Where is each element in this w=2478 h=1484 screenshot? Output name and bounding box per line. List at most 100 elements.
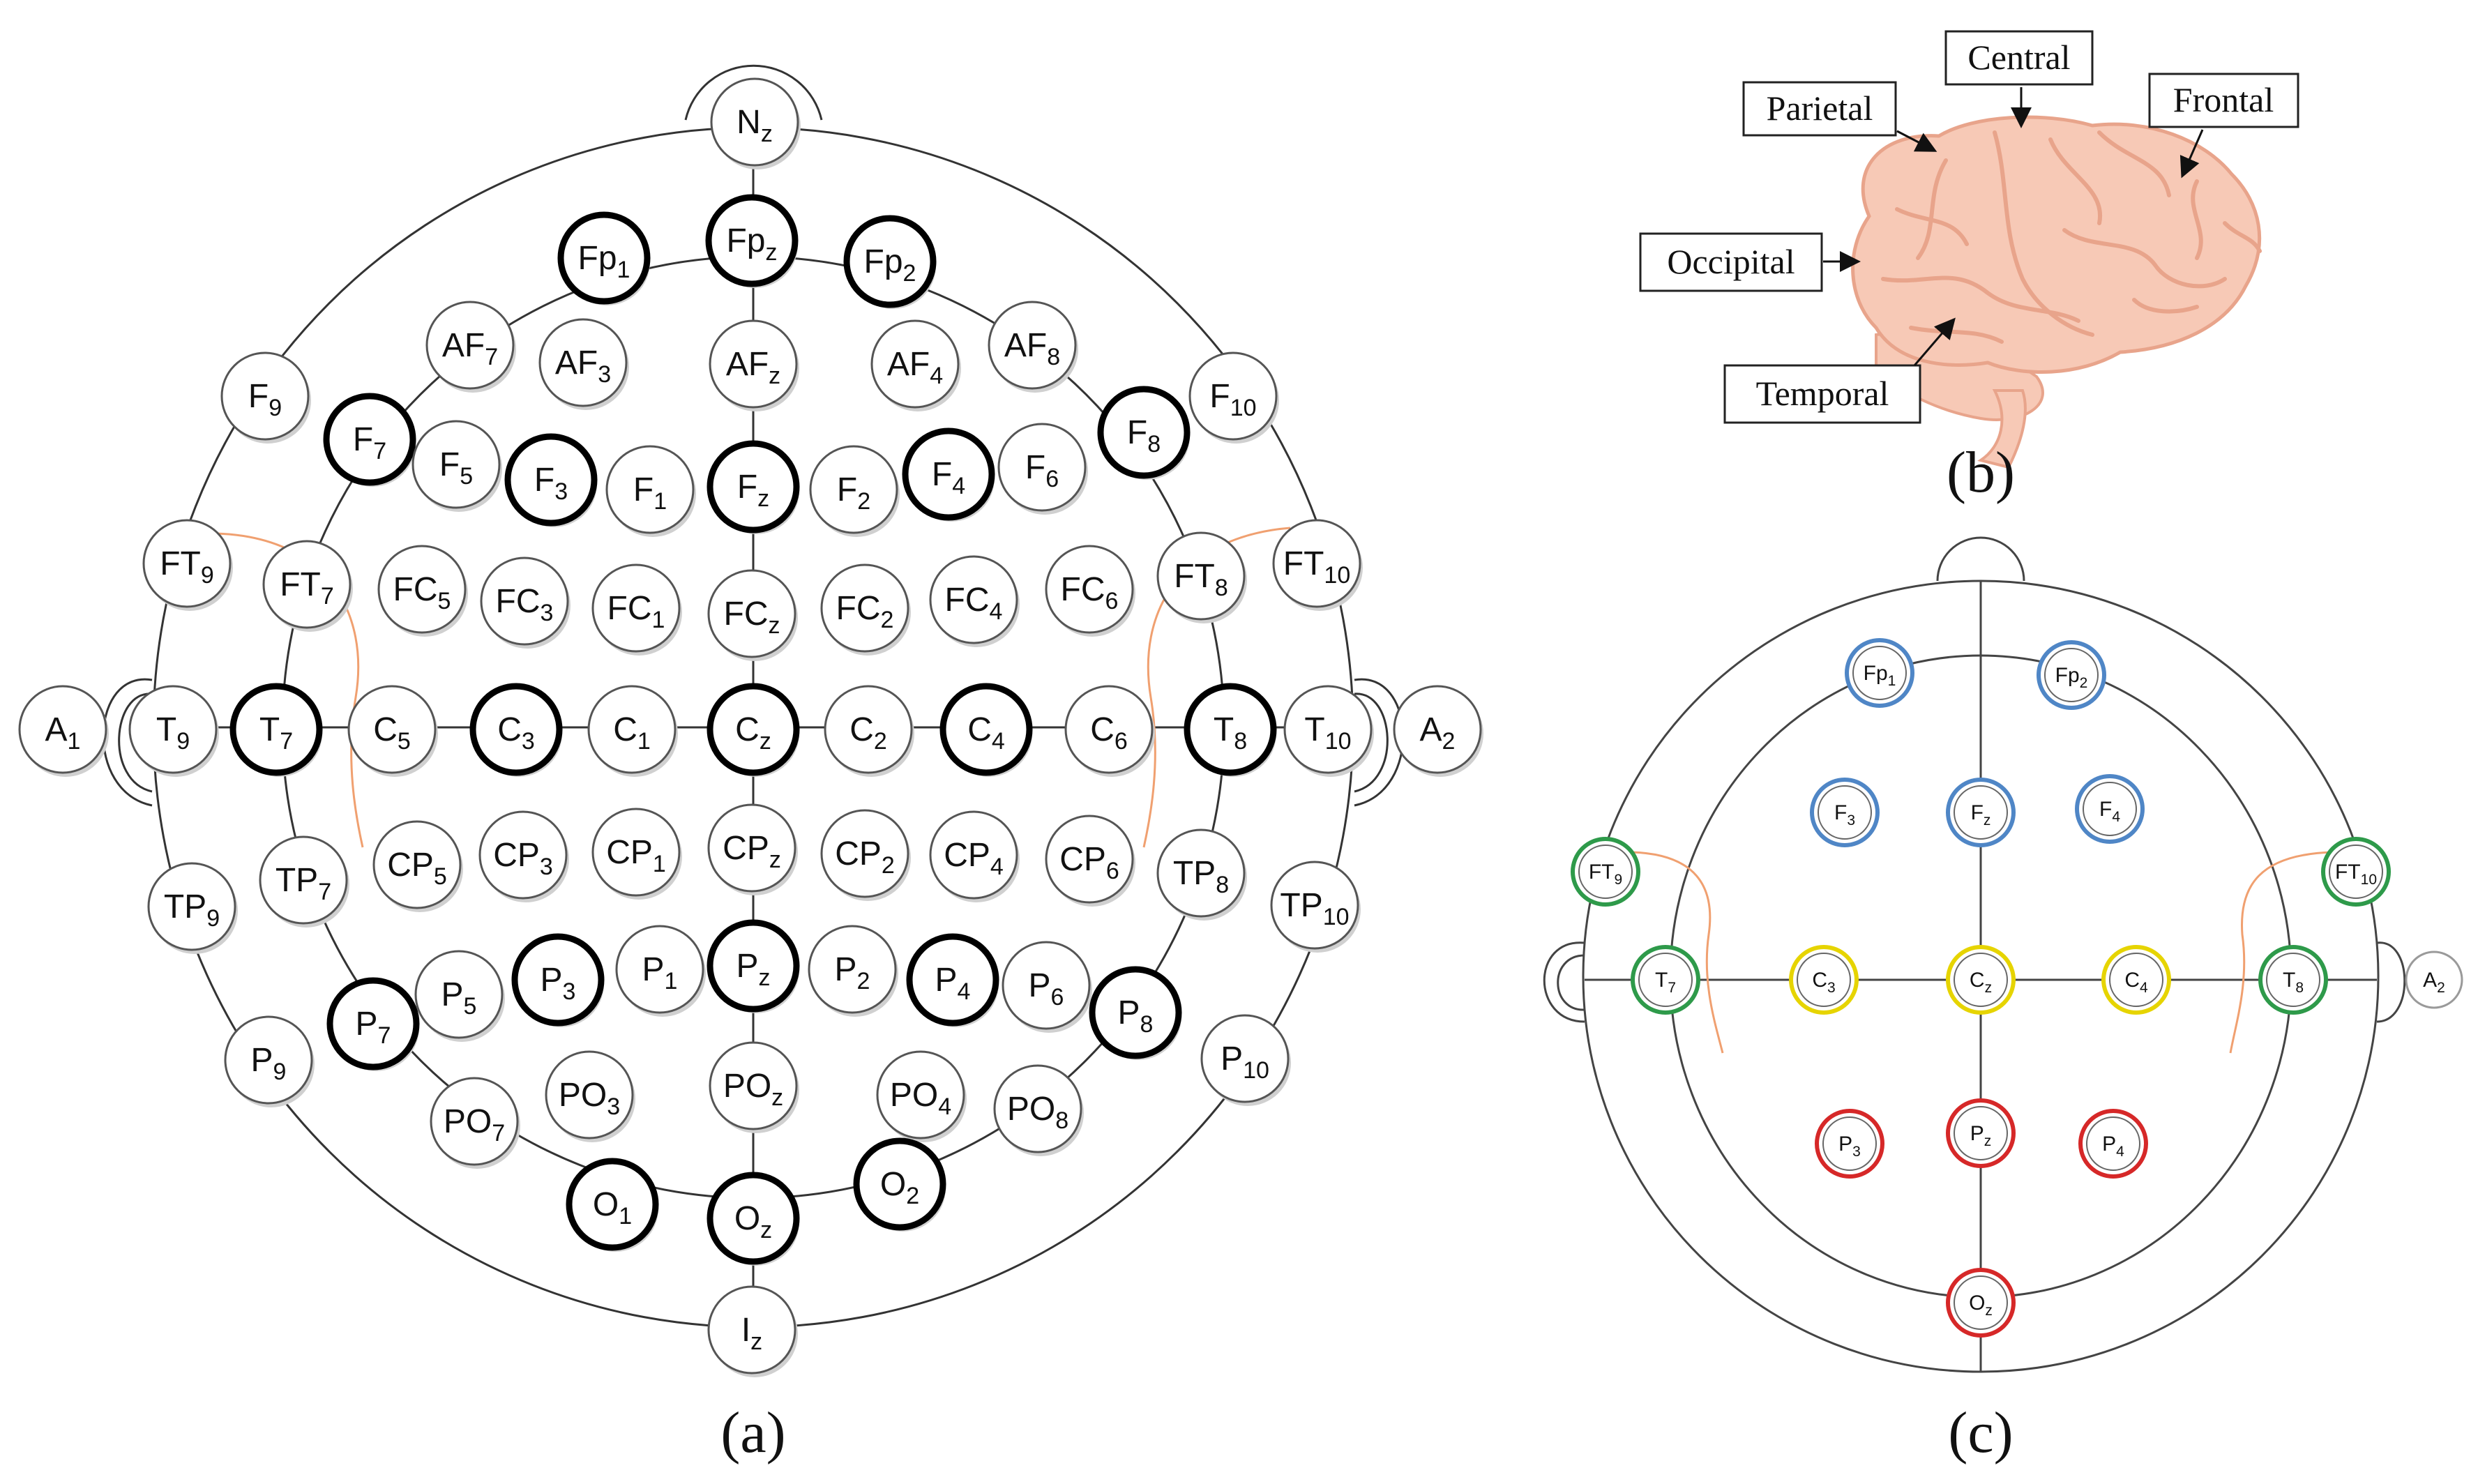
caption-b: (b) bbox=[1947, 440, 2015, 505]
svg-text:A2: A2 bbox=[1420, 711, 1456, 755]
electrode-a1: A1 bbox=[18, 685, 109, 777]
electrode-iz: Iz bbox=[707, 1285, 798, 1377]
svg-text:FC2: FC2 bbox=[836, 590, 894, 633]
svg-text:P1: P1 bbox=[642, 951, 678, 994]
electrode-f6: F6 bbox=[997, 423, 1088, 515]
electrode-p9: P9 bbox=[224, 1015, 315, 1107]
electrode-c2: C2 bbox=[824, 685, 914, 777]
svg-text:CP1: CP1 bbox=[606, 834, 666, 877]
electrode-fp1: Fp1 bbox=[557, 211, 651, 305]
electrode-f2: F2 bbox=[809, 445, 900, 537]
electrode-af3: AF3 bbox=[538, 318, 629, 410]
electrode-po4: PO4 bbox=[876, 1050, 967, 1142]
electrode-c-fp2: Fp2 bbox=[2037, 640, 2106, 710]
electrode-tp8: TP8 bbox=[1156, 828, 1247, 921]
electrode-o2: O2 bbox=[853, 1137, 946, 1232]
electrode-t9: T9 bbox=[128, 685, 219, 777]
svg-text:AF7: AF7 bbox=[442, 327, 498, 370]
svg-text:AFz: AFz bbox=[726, 346, 780, 389]
region-arrows bbox=[1823, 87, 2204, 366]
electrode-fc5: FC5 bbox=[377, 545, 468, 637]
svg-text:F1: F1 bbox=[633, 471, 667, 515]
electrode-ft10: FT10 bbox=[1272, 519, 1363, 611]
svg-text:FC1: FC1 bbox=[607, 590, 665, 633]
svg-text:C1: C1 bbox=[613, 711, 651, 755]
electrode-cp6: CP6 bbox=[1045, 815, 1135, 907]
electrode-oz: Oz bbox=[707, 1172, 800, 1266]
svg-text:Nz: Nz bbox=[736, 104, 773, 147]
electrode-fc3: FC3 bbox=[480, 556, 571, 649]
electrode-fpz: Fpz bbox=[705, 194, 799, 288]
electrode-af7: AF7 bbox=[425, 301, 516, 393]
electrode-cp3: CP3 bbox=[478, 810, 569, 902]
svg-text:FC3: FC3 bbox=[496, 583, 554, 626]
svg-text:O2: O2 bbox=[880, 1166, 919, 1209]
electrode-f4: F4 bbox=[902, 427, 995, 522]
electrode-c-f3: F3 bbox=[1810, 778, 1880, 847]
electrode-po3: PO3 bbox=[545, 1050, 635, 1142]
electrode-poz: POz bbox=[709, 1041, 799, 1133]
electrode-po7: PO7 bbox=[430, 1077, 520, 1169]
electrode-po8: PO8 bbox=[993, 1064, 1084, 1156]
svg-text:P3: P3 bbox=[541, 962, 576, 1005]
svg-text:P10: P10 bbox=[1221, 1040, 1269, 1084]
electrode-f7: F7 bbox=[323, 393, 416, 487]
electrode-c3: C3 bbox=[469, 683, 563, 777]
electrode-c-oz: Oz bbox=[1946, 1268, 2016, 1338]
electrode-c-fp1: Fp1 bbox=[1845, 638, 1914, 708]
electrode-p5: P5 bbox=[414, 950, 505, 1042]
svg-text:FC4: FC4 bbox=[945, 582, 1003, 625]
svg-text:C3: C3 bbox=[1812, 969, 1835, 996]
electrode-t10: T10 bbox=[1283, 685, 1374, 777]
svg-text:FCz: FCz bbox=[724, 596, 780, 639]
svg-text:C6: C6 bbox=[1090, 711, 1128, 755]
region-label-occipital: Occipital bbox=[1639, 232, 1823, 292]
electrode-c-ft10: FT10 bbox=[2321, 837, 2391, 907]
electrode-p7: P7 bbox=[326, 977, 420, 1071]
svg-text:F7: F7 bbox=[353, 421, 386, 464]
svg-text:TP10: TP10 bbox=[1280, 887, 1349, 930]
svg-text:Iz: Iz bbox=[741, 1312, 762, 1355]
svg-text:POz: POz bbox=[723, 1068, 783, 1111]
electrode-c-c3: C3 bbox=[1789, 945, 1859, 1015]
left-ear-c bbox=[1543, 941, 1585, 1023]
brain-stem bbox=[1977, 389, 2027, 469]
svg-text:CP3: CP3 bbox=[493, 837, 553, 880]
svg-text:FT10: FT10 bbox=[1283, 545, 1350, 589]
svg-text:O1: O1 bbox=[593, 1186, 632, 1229]
svg-text:Pz: Pz bbox=[1970, 1122, 1992, 1149]
electrode-f3: F3 bbox=[504, 433, 598, 527]
region-label-central: Central bbox=[1944, 30, 2094, 86]
svg-text:Fp1: Fp1 bbox=[578, 240, 630, 283]
electrode-c6: C6 bbox=[1064, 685, 1155, 777]
left-ear-inner bbox=[118, 692, 153, 793]
svg-text:T7: T7 bbox=[1655, 969, 1676, 996]
svg-text:F6: F6 bbox=[1025, 449, 1059, 492]
svg-text:AF4: AF4 bbox=[887, 346, 943, 389]
region-label-parietal: Parietal bbox=[1742, 81, 1897, 137]
electrode-fp2: Fp2 bbox=[843, 215, 937, 309]
electrode-tp10: TP10 bbox=[1270, 861, 1361, 953]
electrode-cpz: CPz bbox=[707, 803, 798, 895]
svg-text:T9: T9 bbox=[156, 711, 190, 755]
brain-cerebrum bbox=[1851, 115, 2262, 374]
svg-text:Frontal: Frontal bbox=[2173, 80, 2274, 119]
right-temporal-curve-c bbox=[2229, 851, 2334, 1054]
svg-text:AF3: AF3 bbox=[555, 344, 611, 388]
svg-text:FT8: FT8 bbox=[1174, 558, 1228, 601]
svg-text:PO3: PO3 bbox=[559, 1077, 620, 1120]
electrode-f10: F10 bbox=[1188, 351, 1279, 444]
svg-text:FT9: FT9 bbox=[160, 545, 214, 589]
svg-text:A1: A1 bbox=[45, 711, 81, 755]
svg-text:Cz: Cz bbox=[735, 711, 771, 755]
electrode-a2: A2 bbox=[1393, 685, 1483, 777]
electrode-p2: P2 bbox=[808, 925, 898, 1017]
electrode-p3: P3 bbox=[511, 933, 605, 1027]
svg-text:P6: P6 bbox=[1029, 967, 1064, 1010]
svg-text:T10: T10 bbox=[1304, 711, 1351, 755]
electrode-fc2: FC2 bbox=[820, 563, 911, 656]
electrode-cp2: CP2 bbox=[820, 809, 911, 901]
svg-text:F4: F4 bbox=[932, 456, 965, 499]
